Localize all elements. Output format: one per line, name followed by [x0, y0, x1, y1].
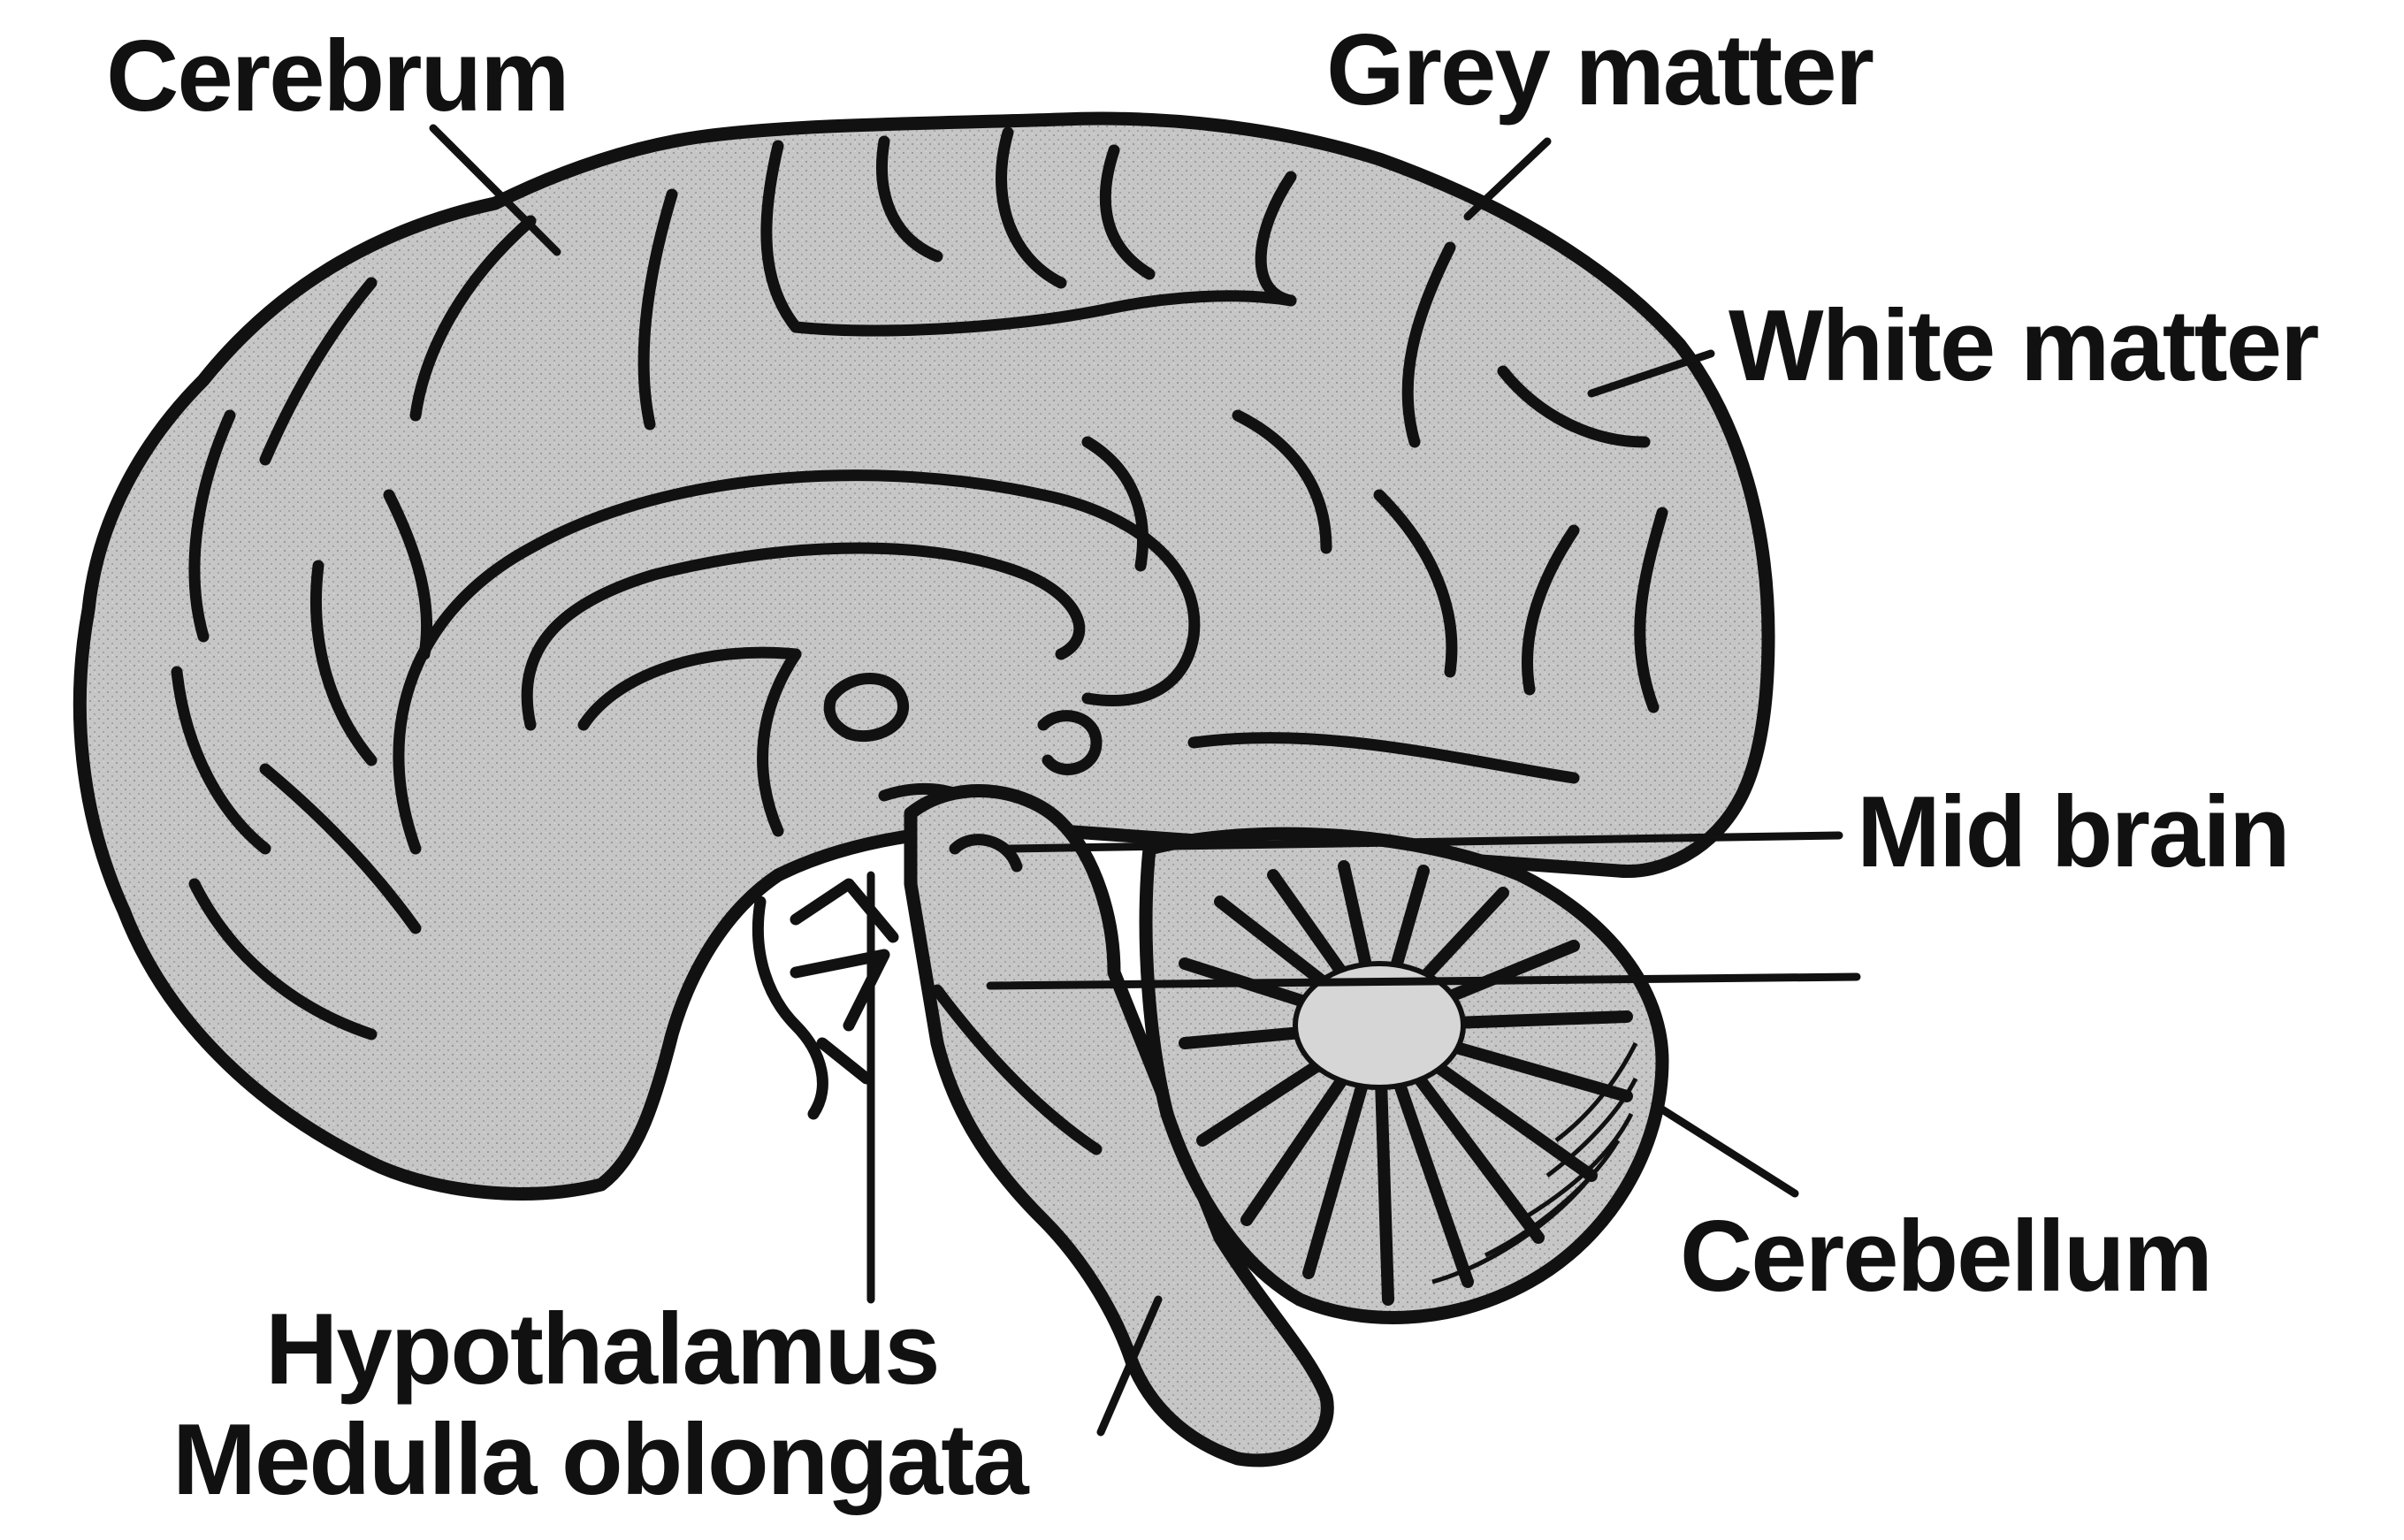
white-matter-label: White matter [1729, 290, 2318, 402]
cerebrum-outline [73, 111, 1775, 1201]
ventricle-outline [823, 673, 910, 743]
fornix [577, 646, 802, 731]
cerebellum-leader [1658, 1105, 1799, 1198]
cerebellum-white-core [1293, 961, 1466, 1090]
cerebrum-fold [1522, 524, 1580, 696]
cerebrum-fold [1187, 732, 1580, 784]
cerebellum-label: Cerebellum [1680, 1201, 2211, 1313]
cerebellum-fine-folia [1431, 1041, 1638, 1285]
cerebrum-fold [188, 409, 236, 643]
cerebrum-label: Cerebrum [106, 20, 569, 133]
cerebrum-fold [1401, 241, 1456, 448]
cerebrum-fold [1373, 489, 1458, 678]
white-matter-leader [1587, 349, 1715, 398]
cerebrum-fold [1497, 365, 1651, 448]
mid-brain-leader [1004, 831, 1843, 853]
cerebrum-fold [171, 666, 271, 855]
cerebrum-fold [1232, 409, 1332, 554]
midbrain-fold [949, 834, 1023, 873]
cerebrum-fold [259, 763, 422, 934]
hypothalamus-cluster [752, 878, 899, 1120]
cerebrum-fold [188, 878, 378, 1041]
brainstem [904, 784, 1334, 1468]
mid-brain-label: Mid brain [1857, 776, 2289, 888]
cerebrum-fold [259, 277, 378, 466]
pons-outline [931, 984, 1103, 1155]
cerebrum-fold [1634, 507, 1668, 713]
grey-matter-label: Grey matter [1326, 14, 1874, 126]
cerebrum-fold [996, 126, 1067, 289]
cerebrum-fold [1099, 144, 1156, 280]
grey-matter-leader [1463, 137, 1552, 221]
cerebrum-leader [429, 124, 561, 256]
cerebrum-fold [310, 560, 378, 766]
medulla-oblongata-label: Medulla oblongata [172, 1404, 1030, 1516]
medulla-leader [1096, 1295, 1163, 1437]
cerebrum-fold [760, 140, 802, 333]
fornix [757, 648, 802, 837]
corpus-callosum-inner [521, 542, 1086, 731]
cerebellum-side-leader [986, 972, 1861, 990]
cerebrum-fold [637, 188, 678, 431]
cerebrum-fold [409, 215, 537, 422]
ventricle-outline [1037, 710, 1103, 775]
hypothalamus-label: Hypothalamus [265, 1293, 938, 1406]
cerebrum-fold [1255, 171, 1297, 307]
cerebrum-fold [1081, 436, 1149, 572]
cerebrum-fold [876, 135, 943, 263]
cerebrum-fold [383, 489, 433, 660]
cerebrum-fold [790, 290, 1297, 337]
corpus-callosum [393, 469, 1201, 855]
